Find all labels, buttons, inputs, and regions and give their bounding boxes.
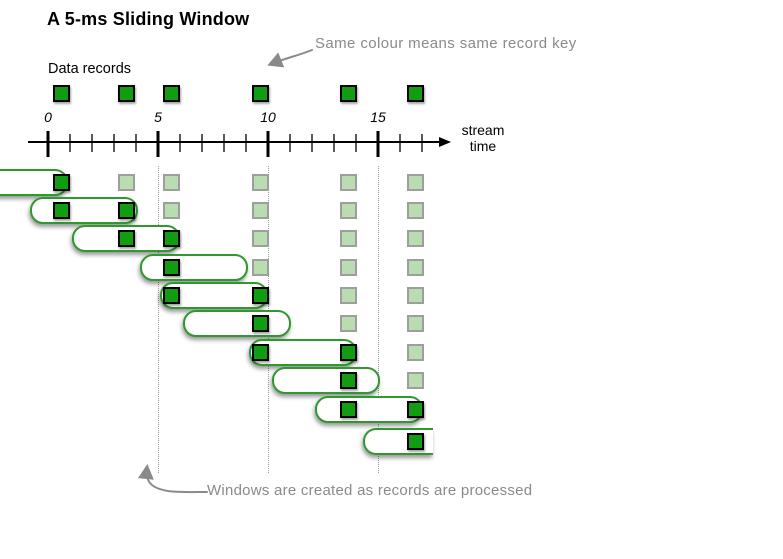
gridline-dotted <box>158 166 159 473</box>
record-square-faded <box>339 202 357 219</box>
sliding-window <box>183 310 291 337</box>
record-square-in-window <box>251 287 269 304</box>
annotation-same-colour: Same colour means same record key <box>315 35 577 52</box>
record-square-faded <box>406 344 424 361</box>
stream-time-axis <box>28 131 451 157</box>
record-square <box>406 85 424 102</box>
record-square-faded <box>251 174 269 191</box>
record-square-in-window <box>118 230 135 247</box>
record-square-faded <box>339 174 357 191</box>
record-square-faded <box>163 202 180 219</box>
record-square-faded <box>163 174 180 191</box>
record-square-faded <box>406 174 424 191</box>
gridline-dotted <box>378 166 379 473</box>
record-square-faded <box>406 259 424 276</box>
record-square-in-window <box>339 372 357 389</box>
record-square <box>339 85 357 102</box>
record-square-in-window <box>163 230 180 247</box>
axis-label-stream-time: stream time <box>461 122 505 154</box>
record-square-faded <box>251 230 269 247</box>
record-square <box>118 85 135 102</box>
axis-arrowhead-icon <box>439 137 451 147</box>
diagram-title: A 5-ms Sliding Window <box>47 9 250 29</box>
record-square-faded <box>339 287 357 304</box>
record-square-in-window <box>406 401 424 418</box>
record-square-faded <box>118 174 135 191</box>
sliding-window <box>272 367 380 394</box>
axis-tick-label: 10 <box>260 109 276 125</box>
sliding-window <box>315 396 423 423</box>
axis-tick-label: 15 <box>370 109 386 125</box>
annotation-arrow-top <box>267 49 313 68</box>
sliding-window <box>363 428 433 455</box>
record-square-faded <box>406 315 424 332</box>
axis-ticks <box>46 131 423 157</box>
record-square-faded <box>406 202 424 219</box>
record-square-in-window <box>251 344 269 361</box>
record-square-in-window <box>251 315 269 332</box>
record-square-faded <box>406 287 424 304</box>
axis-tick-label: 0 <box>44 109 52 125</box>
record-square-in-window <box>406 433 424 450</box>
record-square-faded <box>339 230 357 247</box>
record-square-faded <box>251 259 269 276</box>
record-square-in-window <box>53 174 70 191</box>
record-square-in-window <box>118 202 135 219</box>
record-square <box>251 85 269 102</box>
record-square-faded <box>339 259 357 276</box>
record-square-faded <box>406 372 424 389</box>
sliding-window <box>140 254 248 281</box>
record-square-in-window <box>163 259 180 276</box>
record-square <box>53 85 70 102</box>
record-square-faded <box>339 315 357 332</box>
record-square-faded <box>406 230 424 247</box>
annotation-windows-created: Windows are created as records are proce… <box>207 482 533 499</box>
record-square-in-window <box>339 344 357 361</box>
record-square-in-window <box>53 202 70 219</box>
record-square-in-window <box>163 287 180 304</box>
annotation-arrow-bottom <box>137 464 208 494</box>
record-square-faded <box>251 202 269 219</box>
data-records-label: Data records <box>48 61 132 77</box>
record-square <box>163 85 180 102</box>
record-square-in-window <box>339 401 357 418</box>
axis-tick-label: 5 <box>154 109 162 125</box>
